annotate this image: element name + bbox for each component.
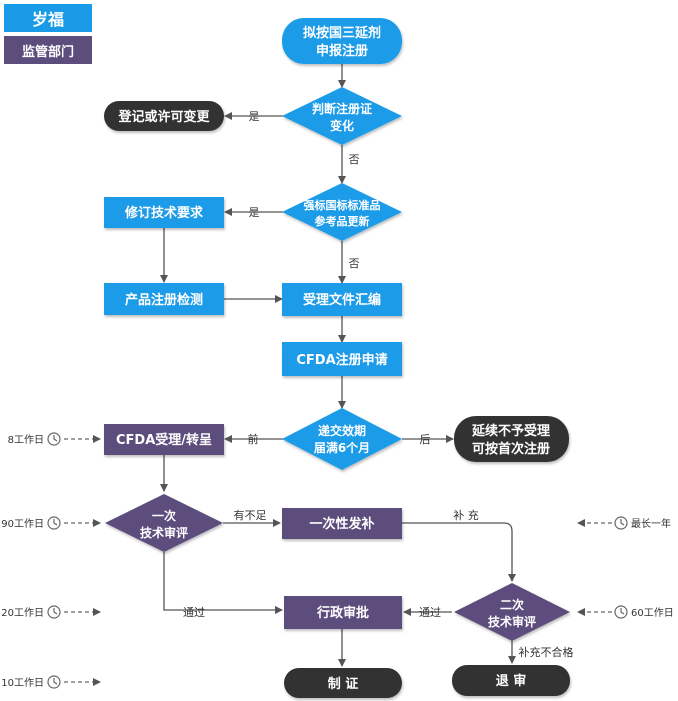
node-start-line1: 拟按国三延剂 xyxy=(303,25,381,41)
node-cfda-accept xyxy=(104,424,224,455)
node-one-time-supplement-label: 一次性发补 xyxy=(309,516,374,532)
edge-label-supplement: 补 充 xyxy=(453,508,479,522)
node-admin-approval-label: 行政审批 xyxy=(316,605,369,621)
edge-label-passed-2: 通过 xyxy=(419,606,441,619)
clock-icon xyxy=(47,432,61,446)
node-product-test xyxy=(104,283,224,315)
node-revise-tech xyxy=(104,197,224,228)
clock-icon xyxy=(614,516,628,530)
edge-supplement-second xyxy=(402,522,516,582)
edge-first-passed xyxy=(163,552,283,614)
timeline-10-label: 10工作日 xyxy=(1,677,44,689)
node-start xyxy=(282,18,402,64)
node-judge-standard xyxy=(282,183,402,241)
edge-label-insufficient: 有不足 xyxy=(234,508,267,522)
clock-icon xyxy=(47,605,61,619)
legend-applicant: 岁福 xyxy=(4,4,92,32)
edge-label-before: 前 xyxy=(248,432,259,446)
node-judge-standard-line1: 强标国标标准品 xyxy=(304,198,381,212)
edge-label-supplement-failed: 补充不合格 xyxy=(519,645,574,659)
node-start-line2: 申报注册 xyxy=(316,43,368,59)
node-cfda-apply-label: CFDA注册申请 xyxy=(296,352,387,368)
timeline-60-label: 60工作日 xyxy=(631,607,674,619)
node-register-change-label: 登记或许可变更 xyxy=(117,109,210,125)
edge-label-no-1: 否 xyxy=(349,153,360,166)
node-cfda-apply xyxy=(282,342,402,376)
node-compile-docs-label: 受理文件汇编 xyxy=(303,292,381,308)
node-one-time-supplement xyxy=(282,508,402,539)
node-no-renewal xyxy=(454,416,569,462)
clock-icon xyxy=(47,516,61,530)
clock-icon xyxy=(614,605,628,619)
node-no-renewal-line2: 可按首次注册 xyxy=(472,441,550,457)
node-judge-deadline-line1: 递交效期 xyxy=(318,423,366,438)
node-judge-deadline-line2: 届满6个月 xyxy=(314,440,370,455)
node-second-review xyxy=(454,583,570,641)
node-product-test-label: 产品注册检测 xyxy=(125,292,203,308)
node-reject xyxy=(452,665,570,696)
timeline-year-label: 最长一年 xyxy=(631,517,671,530)
node-first-review-line1: 一次 xyxy=(152,508,176,523)
node-judge-change-line2: 变化 xyxy=(330,118,354,133)
node-second-review-line2: 技术审评 xyxy=(488,614,536,629)
timeline-20-label: 20工作日 xyxy=(1,607,44,619)
timeline-90-label: 90工作日 xyxy=(1,518,44,530)
node-first-review-line2: 技术审评 xyxy=(140,525,188,540)
edge-label-passed-1: 通过 xyxy=(183,606,205,619)
node-compile-docs xyxy=(282,283,402,316)
node-admin-approval xyxy=(284,596,402,629)
node-judge-change xyxy=(282,87,402,145)
node-certificate xyxy=(284,668,402,698)
node-judge-change-line1: 判断注册证 xyxy=(312,101,372,116)
edge-label-after: 后 xyxy=(420,433,431,446)
node-judge-standard-line2: 参考品更新 xyxy=(315,214,370,228)
legend-regulator: 监管部门 xyxy=(4,36,92,64)
node-judge-deadline xyxy=(282,408,402,470)
edge-label-no-2: 否 xyxy=(349,257,360,270)
node-cfda-accept-label: CFDA受理/转呈 xyxy=(116,432,212,448)
edge-label-yes-2: 是 xyxy=(249,206,260,219)
node-revise-tech-label: 修订技术要求 xyxy=(124,205,204,221)
node-certificate-label: 制 证 xyxy=(328,676,359,692)
node-no-renewal-line1: 延续不予受理 xyxy=(471,423,550,439)
clock-icon xyxy=(47,675,61,689)
node-register-change xyxy=(104,101,224,131)
node-second-review-line1: 二次 xyxy=(500,597,524,612)
timeline-8-label: 8工作日 xyxy=(8,434,44,446)
node-first-review xyxy=(105,494,223,552)
node-reject-label: 退 审 xyxy=(496,673,527,689)
edge-label-yes-1: 是 xyxy=(249,110,260,123)
